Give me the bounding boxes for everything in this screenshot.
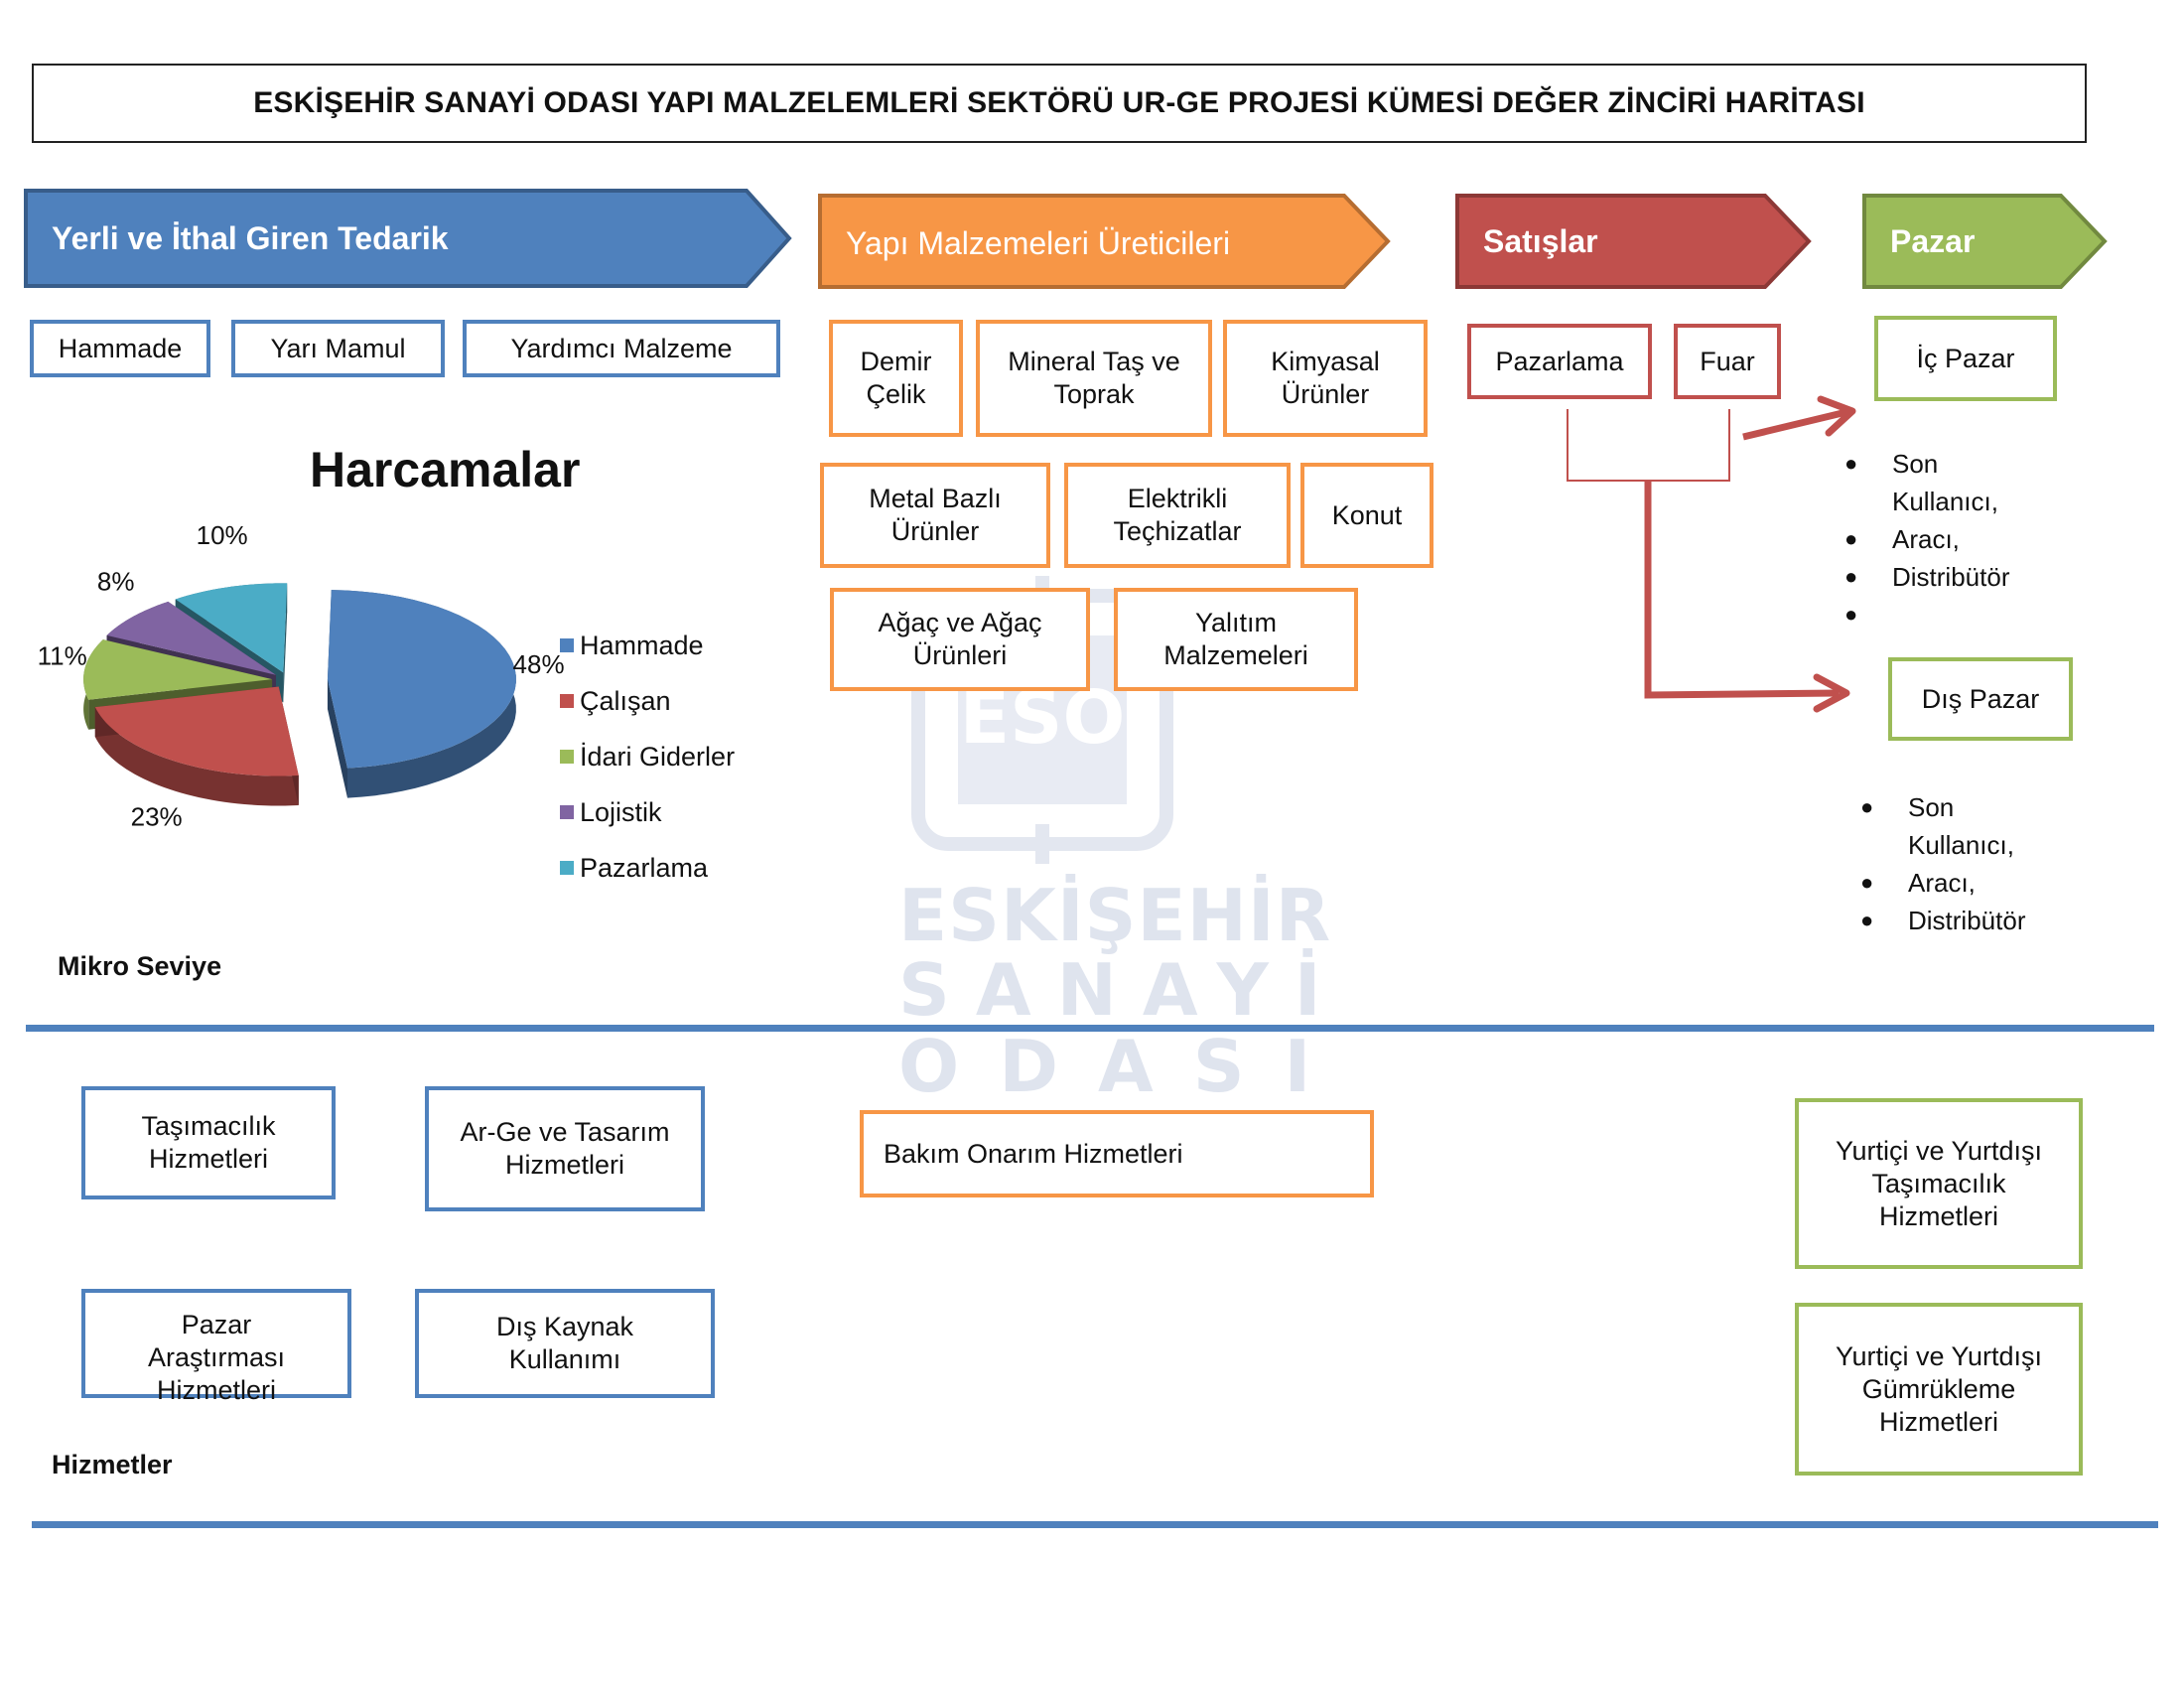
pie-slice — [94, 686, 299, 806]
pie-data-label: 8% — [97, 567, 135, 597]
legend-item: Pazarlama — [560, 840, 735, 896]
section-divider — [26, 1025, 2154, 1032]
pie-chart: 48% 23% 11% 8% 10% — [38, 520, 565, 831]
market-domestic: İç Pazar — [1874, 316, 2057, 401]
supply-stage-label: Yerli ve İthal Giren Tedarik — [52, 219, 449, 256]
service-rnd-design: Ar-Ge ve Tasarım Hizmetleri — [425, 1086, 705, 1211]
legend-item: Hammade — [560, 618, 735, 673]
sales-arrow-shape — [1455, 194, 1812, 289]
bullet-icon: ● — [1860, 794, 1874, 819]
producer-item-chemical: Kimyasal Ürünler — [1223, 320, 1428, 437]
domestic-market-list: ●Son Kullanıcı, ●Aracı, ●Distribütör ● — [1844, 445, 2063, 633]
list-item: ●Aracı, — [1844, 520, 2063, 558]
service-customs: Yurtiçi ve Yurtdışı Gümrükleme Hizmetler… — [1795, 1303, 2083, 1476]
producer-item-housing: Konut — [1300, 463, 1433, 568]
bullet-icon: ● — [1844, 526, 1858, 551]
service-intl-transport: Yurtiçi ve Yurtdışı Taşımacılık Hizmetle… — [1795, 1098, 2083, 1269]
supply-item-raw-material: Hammade — [30, 320, 210, 377]
watermark: ESO ESKİŞEHİR SANAYİ ODASI — [898, 576, 1330, 1112]
legend-item: Çalışan — [560, 673, 735, 729]
service-transport: Taşımacılık Hizmetleri — [81, 1086, 336, 1199]
services-label: Hizmetler — [52, 1450, 173, 1479]
micro-level-label: Mikro Seviye — [58, 951, 222, 981]
pie-data-label: 10% — [197, 520, 248, 550]
producer-item-iron-steel: Demir Çelik — [829, 320, 963, 437]
chart-title: Harcamalar — [310, 442, 581, 497]
pie-data-label: 48% — [513, 649, 565, 679]
pie-slice — [327, 590, 516, 798]
service-market-research: Pazar Araştırması Hizmetleri — [81, 1289, 351, 1405]
section-divider — [32, 1521, 2158, 1528]
service-outsourcing: Dış Kaynak Kullanımı — [415, 1289, 715, 1398]
bullet-icon: ● — [1860, 870, 1874, 895]
watermark-text-1: ESKİŞEHİR — [898, 874, 1332, 957]
page-title: ESKİŞEHİR SANAYİ ODASI YAPI MALZELEMLERİ… — [32, 64, 2087, 143]
sales-item-fair: Fuar — [1674, 324, 1781, 399]
market-stage-label: Pazar — [1890, 222, 1976, 259]
sales-stage-label: Satışlar — [1483, 222, 1598, 259]
service-maintenance: Bakım Onarım Hizmetleri — [860, 1110, 1374, 1197]
sales-item-marketing: Pazarlama — [1467, 324, 1652, 399]
supply-arrow-shape — [24, 189, 792, 288]
bullet-icon: ● — [1844, 564, 1858, 589]
chart-legend: Hammade Çalışan İdari Giderler Lojistik … — [560, 618, 735, 896]
producers-arrow-shape — [818, 194, 1391, 289]
supply-item-semi-finished: Yarı Mamul — [231, 320, 445, 377]
producer-item-electrical: Elektrikli Teçhizatlar — [1064, 463, 1291, 568]
producer-item-metal-based: Metal Bazlı Ürünler — [820, 463, 1050, 568]
list-item: ●Son Kullanıcı, — [1860, 788, 2079, 864]
market-arrow-shape — [1862, 194, 2108, 289]
bullet-icon: ● — [1860, 908, 1874, 932]
list-item: ● — [1844, 596, 2063, 633]
list-item: ●Son Kullanıcı, — [1844, 445, 2063, 520]
producer-item-insulation: Yalıtım Malzemeleri — [1114, 588, 1358, 691]
market-foreign: Dış Pazar — [1888, 657, 2073, 741]
pie-data-label: 23% — [131, 801, 183, 831]
pie-data-label: 11% — [38, 641, 87, 671]
stage-arrows — [24, 189, 2108, 289]
list-item: ●Distribütör — [1844, 558, 2063, 596]
supply-item-auxiliary-material: Yardımcı Malzeme — [463, 320, 780, 377]
list-item: ●Distribütör — [1860, 902, 2079, 939]
watermark-text-2: SANAYİ — [898, 948, 1347, 1032]
producer-item-wood: Ağaç ve Ağaç Ürünleri — [830, 588, 1090, 691]
legend-item: Lojistik — [560, 784, 735, 840]
bullet-icon: ● — [1844, 602, 1858, 627]
legend-item: İdari Giderler — [560, 729, 735, 784]
producer-item-mineral-stone: Mineral Taş ve Toprak — [976, 320, 1212, 437]
bullet-icon: ● — [1844, 451, 1858, 476]
watermark-text-3: ODASI — [898, 1025, 1351, 1108]
foreign-market-list: ●Son Kullanıcı, ●Aracı, ●Distribütör — [1860, 788, 2079, 939]
list-item: ●Aracı, — [1860, 864, 2079, 902]
producers-stage-label: Yapı Malzemeleri Üreticileri — [846, 224, 1231, 261]
